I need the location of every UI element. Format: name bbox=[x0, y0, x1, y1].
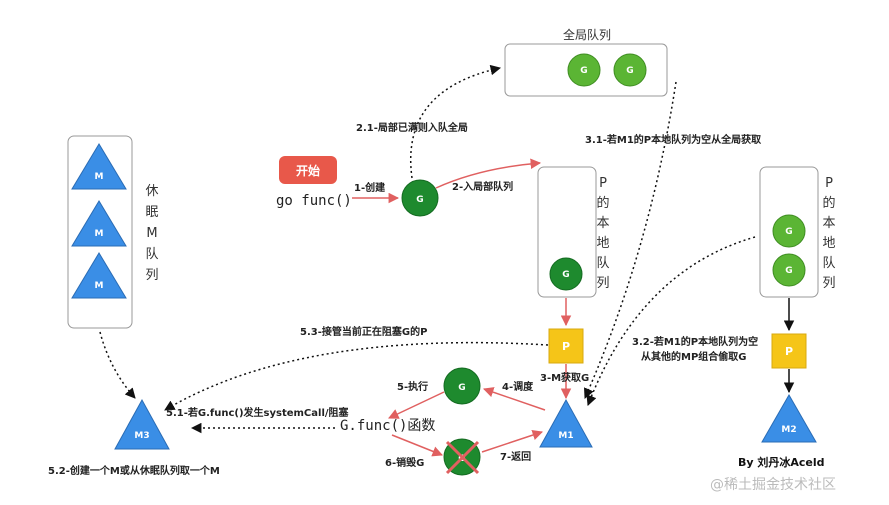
svg-text:P: P bbox=[785, 345, 793, 358]
svg-text:M: M bbox=[95, 281, 104, 291]
arrow-schedule bbox=[483, 387, 546, 411]
svg-text:G: G bbox=[785, 266, 792, 276]
global-g-2: G bbox=[613, 53, 647, 87]
svg-text:G: G bbox=[562, 270, 569, 280]
gfunc-label: G.func()函数 bbox=[340, 418, 435, 434]
step-1-label: 1-创建 bbox=[354, 181, 386, 194]
p-local-left-g: G bbox=[549, 257, 583, 291]
svg-text:本: 本 bbox=[596, 216, 609, 231]
svg-text:的: 的 bbox=[596, 195, 609, 211]
idle-m-1: M bbox=[71, 143, 127, 190]
step-2-label: 2-入局部队列 bbox=[452, 180, 513, 193]
p1-processor: P bbox=[548, 328, 584, 364]
svg-text:队: 队 bbox=[596, 256, 609, 271]
m1-thread: M1 bbox=[539, 398, 593, 448]
svg-text:G: G bbox=[458, 383, 465, 393]
arrow-steal bbox=[586, 236, 756, 406]
step-3-2-label-line1: 3.2-若M1的P本地队列为空 bbox=[632, 335, 758, 348]
svg-text:的: 的 bbox=[822, 195, 835, 211]
global-g-1: G bbox=[567, 53, 601, 87]
svg-text:列: 列 bbox=[596, 276, 609, 291]
svg-text:开始: 开始 bbox=[296, 163, 320, 178]
step-6-label: 6-销毁G bbox=[385, 456, 424, 469]
idle-m-queue: M M M 休 眠 M 队 列 bbox=[67, 135, 159, 329]
svg-text:G: G bbox=[580, 66, 587, 76]
svg-text:休: 休 bbox=[145, 184, 158, 199]
p-local-right-g-1: G bbox=[772, 214, 806, 248]
svg-text:列: 列 bbox=[822, 276, 835, 291]
svg-text:G: G bbox=[626, 66, 633, 76]
step-5-label: 5-执行 bbox=[397, 380, 428, 393]
idle-m-label: 休 眠 M 队 列 bbox=[145, 184, 158, 283]
svg-text:地: 地 bbox=[596, 236, 609, 251]
step-3-2-label-line2: 从其他的MP组合偷取G bbox=[641, 350, 747, 363]
m2-thread: M2 bbox=[761, 393, 817, 443]
go-func-code: go func() bbox=[276, 193, 352, 209]
step-4-label: 4-调度 bbox=[502, 380, 534, 393]
svg-text:眠: 眠 bbox=[145, 205, 158, 220]
svg-text:M: M bbox=[146, 226, 157, 241]
svg-text:本: 本 bbox=[822, 216, 835, 231]
arrow-takeover-p bbox=[164, 341, 549, 411]
idle-m-2: M bbox=[71, 200, 127, 247]
arrow-to-global bbox=[410, 64, 502, 179]
svg-text:队: 队 bbox=[822, 256, 835, 271]
p-local-queue-left: G P 的 本 地 队 列 bbox=[537, 166, 610, 298]
svg-text:P: P bbox=[599, 176, 607, 191]
step-2-1-label: 2.1-局部已满则入队全局 bbox=[356, 121, 468, 134]
step-5-3-label: 5.3-接管当前正在阻塞G的P bbox=[300, 325, 427, 338]
svg-text:G: G bbox=[785, 227, 792, 237]
start-button: 开始 bbox=[279, 156, 337, 184]
svg-text:M3: M3 bbox=[134, 431, 149, 441]
m3-thread: M3 bbox=[114, 398, 170, 450]
arrow-return bbox=[481, 430, 543, 453]
arrow-destroy bbox=[391, 434, 443, 457]
p-local-queue-right: G G P 的 本 地 队 列 bbox=[759, 166, 836, 298]
created-g: G bbox=[401, 179, 439, 217]
arrow-to-local bbox=[435, 158, 542, 189]
svg-text:G: G bbox=[416, 195, 423, 205]
p2-processor: P bbox=[771, 333, 807, 369]
svg-text:M: M bbox=[95, 229, 104, 239]
svg-text:M2: M2 bbox=[781, 425, 796, 435]
step-7-label: 7-返回 bbox=[500, 450, 531, 463]
arrow-idle-to-m3 bbox=[99, 331, 136, 399]
p-local-right-g-2: G bbox=[772, 253, 806, 287]
step-3-label: 3-M获取G bbox=[540, 371, 589, 384]
arrow-global-to-m1 bbox=[583, 81, 677, 399]
global-queue: 全局队列 G G bbox=[504, 27, 668, 97]
p-local-right-label: P 的 本 地 队 列 bbox=[822, 176, 835, 291]
svg-text:M1: M1 bbox=[558, 431, 573, 441]
author-credit: By 刘丹冰Aceld bbox=[738, 455, 825, 469]
step-3-1-label: 3.1-若M1的P本地队列为空从全局获取 bbox=[585, 133, 762, 146]
svg-text:M: M bbox=[95, 172, 104, 182]
svg-text:队: 队 bbox=[145, 247, 158, 262]
p-local-left-label: P 的 本 地 队 列 bbox=[596, 176, 609, 291]
watermark: @稀土掘金技术社区 bbox=[710, 477, 836, 493]
svg-text:列: 列 bbox=[145, 268, 158, 283]
global-queue-title: 全局队列 bbox=[563, 27, 611, 42]
svg-text:P: P bbox=[825, 176, 833, 191]
svg-text:地: 地 bbox=[822, 236, 835, 251]
idle-m-3: M bbox=[71, 252, 127, 299]
arrow-execute bbox=[388, 391, 445, 419]
step-5-1-label: 5.1-若G.func()发生systemCall/阻塞 bbox=[166, 406, 350, 419]
destroyed-g: G bbox=[443, 438, 481, 476]
step-5-2-label: 5.2-创建一个M或从休眠队列取一个M bbox=[48, 464, 220, 477]
exec-g: G bbox=[443, 367, 481, 405]
svg-text:P: P bbox=[562, 340, 570, 353]
